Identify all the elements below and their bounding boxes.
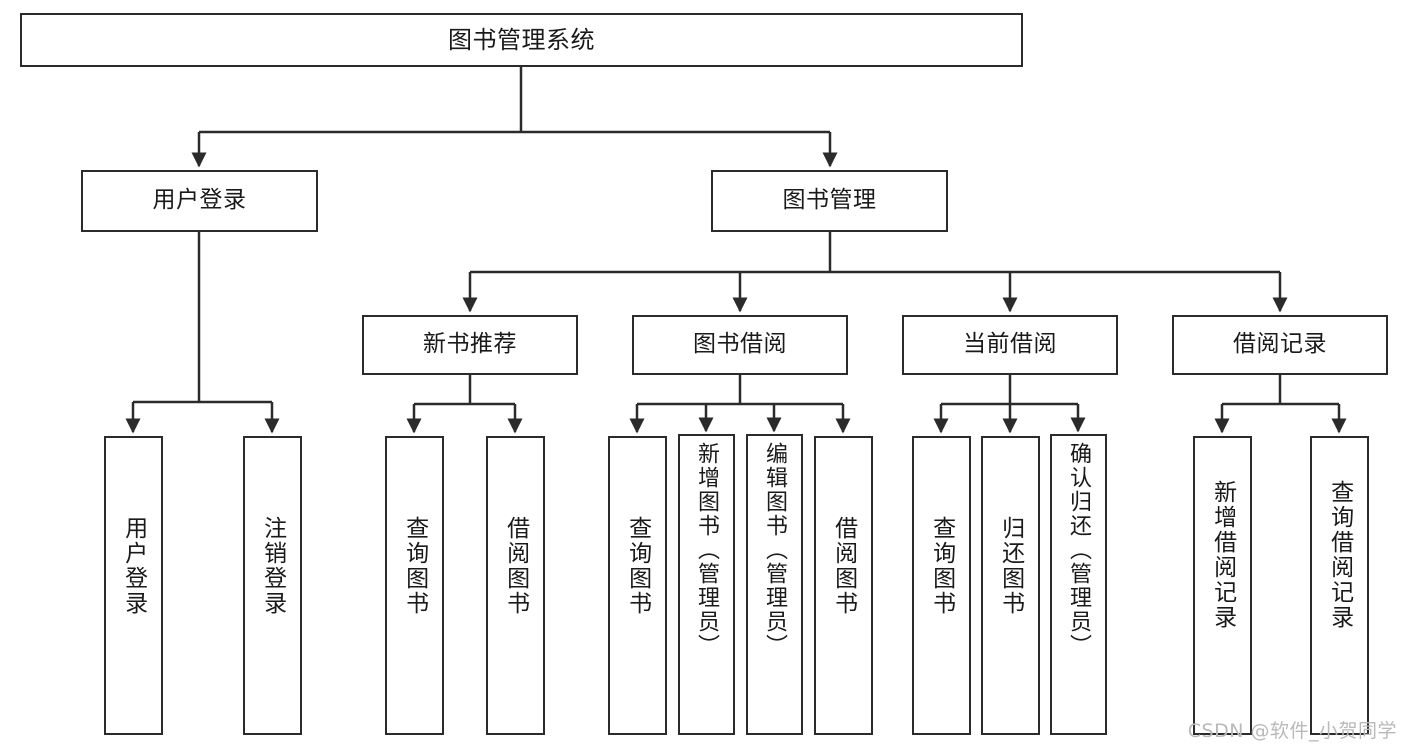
- leaf-add-book-admin[interactable]: 新增图书（管理员）: [678, 434, 735, 735]
- node-label: 借阅记录: [1233, 331, 1327, 358]
- node-label: 图书借阅: [693, 331, 787, 358]
- node-book-borrow[interactable]: 图书借阅: [632, 315, 848, 375]
- node-label: 图书管理系统: [448, 25, 595, 54]
- node-user-login[interactable]: 用户登录: [81, 170, 318, 232]
- leaf-borrow-book-recommend[interactable]: 借阅图书: [486, 436, 545, 735]
- node-label: 编辑图书（管理员）: [762, 442, 788, 658]
- leaf-query-borrow-record[interactable]: 查询借阅记录: [1310, 436, 1369, 735]
- leaf-query-book-borrow[interactable]: 查询图书: [608, 436, 667, 735]
- leaf-edit-book-admin[interactable]: 编辑图书（管理员）: [746, 434, 803, 735]
- node-label: 借阅图书: [502, 516, 529, 616]
- leaf-borrow-book[interactable]: 借阅图书: [814, 436, 873, 735]
- leaf-confirm-return-admin[interactable]: 确认归还（管理员）: [1050, 434, 1107, 735]
- node-new-book-recommend[interactable]: 新书推荐: [362, 315, 578, 375]
- leaf-add-borrow-record[interactable]: 新增借阅记录: [1193, 436, 1252, 735]
- node-label: 查询借阅记录: [1326, 480, 1353, 630]
- node-label: 归还图书: [997, 516, 1024, 616]
- node-label: 新增图书（管理员）: [694, 442, 720, 658]
- node-label: 借阅图书: [830, 516, 857, 616]
- node-label: 确认归还（管理员）: [1066, 442, 1092, 658]
- node-root-system[interactable]: 图书管理系统: [20, 13, 1023, 67]
- leaf-logout[interactable]: 注销登录: [243, 436, 302, 735]
- csdn-watermark: CSDN @软件_小贺同学: [1187, 720, 1397, 742]
- node-borrow-records[interactable]: 借阅记录: [1172, 315, 1388, 375]
- node-current-borrow[interactable]: 当前借阅: [902, 315, 1118, 375]
- node-book-management[interactable]: 图书管理: [711, 170, 948, 232]
- leaf-return-book[interactable]: 归还图书: [981, 436, 1040, 735]
- node-label: 新书推荐: [423, 331, 517, 358]
- leaf-query-book-current[interactable]: 查询图书: [912, 436, 971, 735]
- node-label: 注销登录: [259, 516, 286, 616]
- leaf-user-login[interactable]: 用户登录: [104, 436, 163, 735]
- node-label: 查询图书: [401, 516, 428, 616]
- node-label: 查询图书: [624, 516, 651, 616]
- node-label: 用户登录: [120, 516, 147, 616]
- node-label: 新增借阅记录: [1209, 480, 1236, 630]
- leaf-query-book-recommend[interactable]: 查询图书: [385, 436, 444, 735]
- node-label: 查询图书: [928, 516, 955, 616]
- node-label: 图书管理: [782, 187, 877, 214]
- node-label: 用户登录: [152, 187, 247, 214]
- node-label: 当前借阅: [963, 331, 1057, 358]
